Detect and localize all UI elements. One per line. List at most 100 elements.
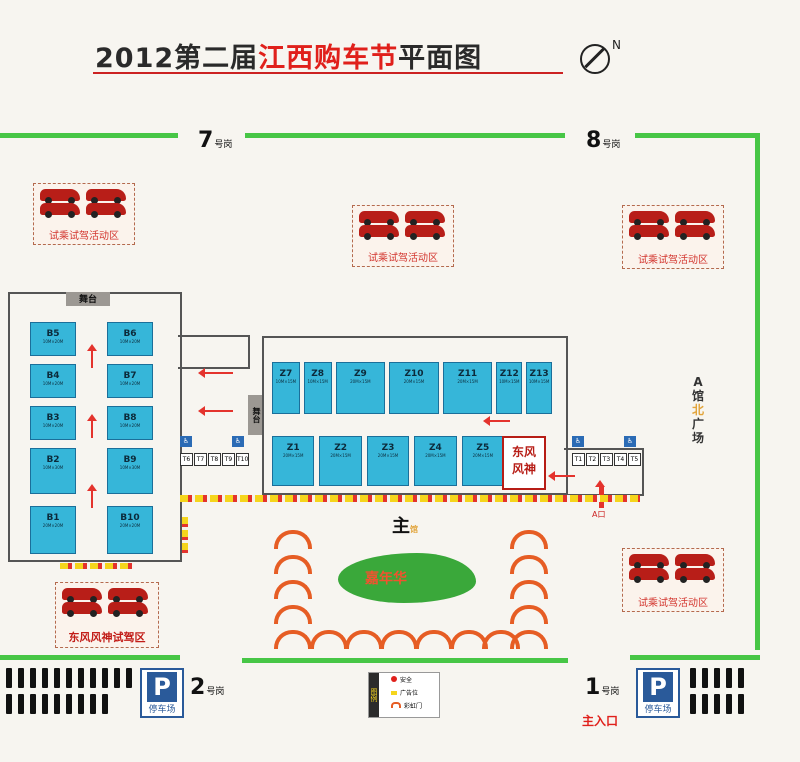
dongfeng-booth-line2: 风神 [511,462,536,476]
main-hall-outline [262,336,568,495]
gate-7-num: 7 [198,128,214,153]
booth-name: Z1 [286,443,300,453]
rainbow-gate-icon [345,630,383,649]
booth-size: 20M×20M [42,523,64,528]
test-drive-zone-label: 试乘试驾活动区 [638,255,708,266]
t-box-t6: T6 [180,453,193,466]
main-hall-sub: 馆 [410,525,418,534]
booth-size: 20M×15M [472,453,494,458]
restroom-icon: ♿ [180,436,192,447]
plaza-char: 北 [691,403,704,417]
aisle-arrow-icon [87,484,97,508]
booth-size: 10M×15M [528,379,550,384]
t-box-t4: T4 [614,453,627,466]
booth-size: 10M×15M [499,379,520,384]
aisle-arrow-icon [198,368,233,378]
dongfeng-booth[interactable]: 东风 风神 [502,436,546,490]
title-suffix: 平面图 [398,43,483,74]
safety-icon [391,676,397,682]
test-drive-zone-label: 试乘试驾活动区 [638,598,708,609]
aisle-arrow-icon [87,414,97,438]
boundary-right [755,133,760,650]
booth-size: 10M×20M [42,423,64,428]
gate-8: 8号岗 [586,128,620,153]
booth-name: B5 [46,329,60,339]
boundary-top-right [635,133,760,138]
t-box-t2: T2 [586,453,599,466]
booth-name: B8 [123,413,137,423]
test-drive-zone-n: 试乘试驾活动区 [352,205,454,267]
booth-name: B6 [123,329,137,339]
booth-size: 20M×15M [425,453,446,458]
rainbow-gate-icon [274,630,312,649]
gate-8-num: 8 [586,128,602,153]
rainbow-gate-icon [510,580,548,599]
booth-size: 10M×15M [275,379,297,384]
booth-size: 10M×20M [119,381,141,386]
main-hall-label: 主馆 [392,512,418,538]
t-box-t5: T5 [628,453,641,466]
parking-icon: P [643,672,673,702]
compass-icon [580,44,610,74]
rainbow-gate-icon [310,630,348,649]
parking-east: P 停车场 [636,668,680,718]
booth-size: 20M×15M [403,379,425,384]
gate-7-suffix: 号岗 [214,140,233,150]
booth-name: Z12 [499,369,519,379]
boundary-top-left [0,133,178,138]
ad-banner-row [180,495,640,502]
connector-outline [178,335,250,369]
rainbow-gate-icon [274,530,312,549]
aisle-arrow-icon [548,471,575,481]
booth-size: 10M×30M [42,465,64,470]
parking-label: 停车场 [148,705,176,715]
booth-size: 20M×20M [119,523,141,528]
booth-name: Z9 [353,369,367,379]
parking-slots-east [690,668,754,714]
map-title: 2012第二届江西购车节平面图 [95,36,482,76]
aisle-arrow-icon [483,416,510,426]
gate-2-suffix: 号岗 [206,687,225,697]
booth-size: 20M×15M [330,453,351,458]
gate-7: 7号岗 [198,128,232,153]
test-drive-zone-label: 试乘试驾活动区 [49,231,119,242]
dongfeng-zone-label: 东风风神试驾区 [68,631,146,644]
main-entrance-label: 主入口 [582,714,619,728]
aisle-arrow-icon [198,406,233,416]
a-entrance-label: A口 [592,510,606,519]
booth-size: 10M×20M [42,381,64,386]
t-box-t9: T9 [222,453,235,466]
ad-icon [391,691,397,695]
booth-name: Z5 [476,443,490,453]
carnival-area [338,553,476,603]
booth-name: B1 [46,513,60,523]
booth-name: B10 [120,513,140,523]
restroom-icon: ♿ [624,436,636,447]
booth-size: 10M×20M [119,423,141,428]
